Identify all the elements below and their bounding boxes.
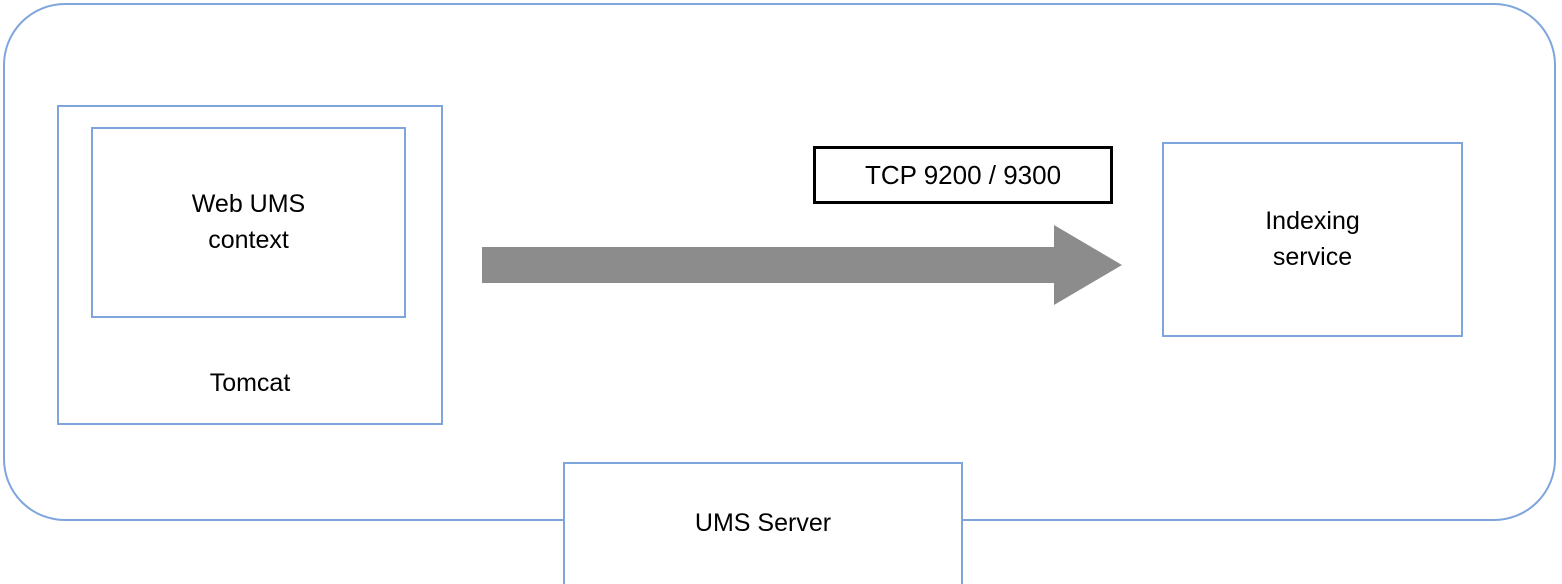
- flow-arrow-tomcat-to-indexing: [482, 225, 1122, 305]
- node-indexing-service-label: Indexing service: [1265, 207, 1360, 271]
- node-web-ums-context[interactable]: Web UMS context: [91, 127, 406, 318]
- node-web-ums-context-label: Web UMS context: [191, 190, 306, 254]
- node-ums-server[interactable]: UMS Server: [563, 462, 963, 584]
- node-ums-server-label: UMS Server: [694, 509, 832, 537]
- protocol-label-tcp-ports[interactable]: TCP 9200 / 9300: [813, 146, 1113, 204]
- node-indexing-service[interactable]: Indexing service: [1162, 142, 1463, 337]
- arrow-right-icon: [482, 225, 1122, 305]
- protocol-label-text: TCP 9200 / 9300: [864, 159, 1062, 190]
- node-tomcat-label: Tomcat: [209, 368, 291, 397]
